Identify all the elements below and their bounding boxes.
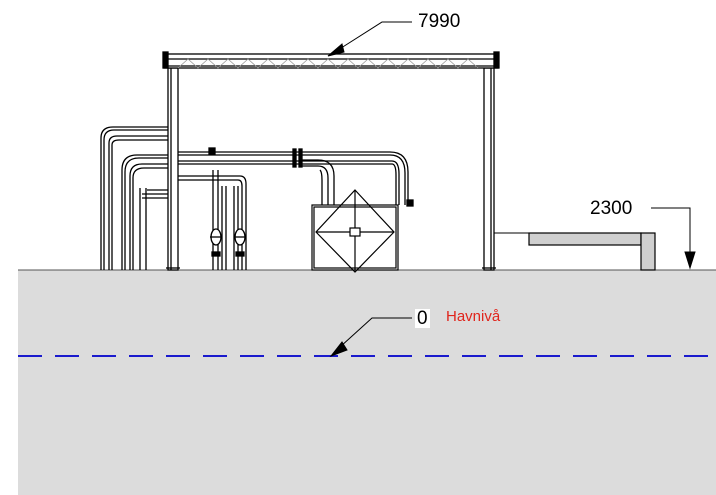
platform-elevation-label: 2300 bbox=[590, 198, 633, 219]
sea-level-name-label: Havnivå bbox=[446, 308, 501, 325]
pipework bbox=[100, 126, 414, 270]
roof-elevation-label: 7990 bbox=[418, 11, 461, 32]
shelter-frame bbox=[162, 51, 500, 271]
elevation-leaders bbox=[327, 21, 696, 358]
equipment-unit bbox=[311, 189, 399, 273]
platform bbox=[528, 232, 656, 271]
ground-area bbox=[18, 270, 716, 495]
sea-level-elevation-label: 0 bbox=[415, 308, 430, 329]
